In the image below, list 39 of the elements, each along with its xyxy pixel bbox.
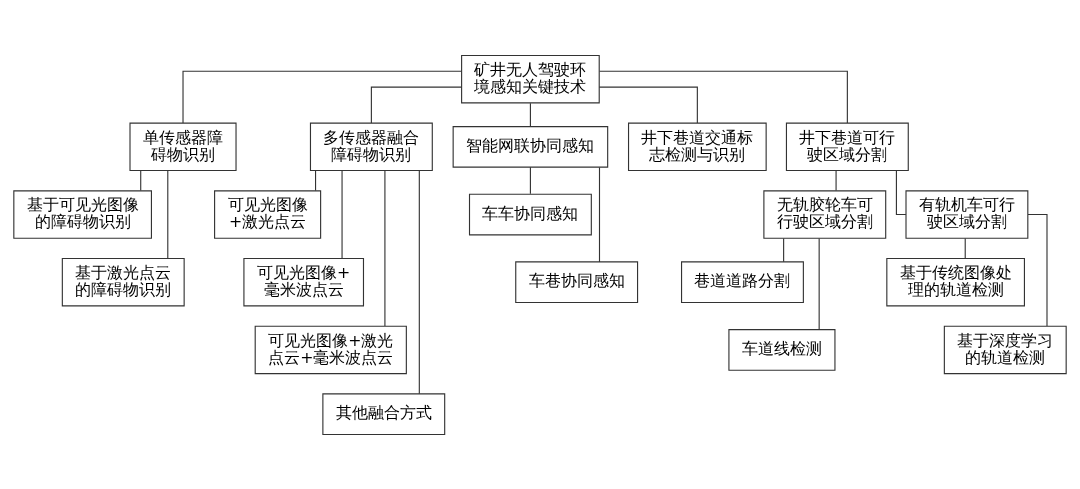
- node-box: 无轨胶轮车可行驶区域分割: [763, 189, 887, 239]
- node-box: 多传感器融合障碍物识别: [309, 122, 433, 171]
- connector: [140, 169, 142, 191]
- connector: [598, 86, 698, 123]
- connector: [598, 166, 601, 262]
- node-box: 矿井无人驾驶环境感知关键技术: [461, 54, 600, 103]
- connector: [182, 70, 462, 124]
- node-box: 车道线检测: [728, 328, 836, 371]
- node-box: 其他融合方式: [322, 392, 446, 435]
- node-box: 基于深度学习的轨道检测: [943, 325, 1067, 374]
- node-box: 单传感器障碍物识别: [129, 122, 237, 171]
- connector: [370, 86, 463, 123]
- node-box: 车巷协同感知: [515, 260, 639, 303]
- node-box: 基于传统图像处理的轨道检测: [886, 257, 1025, 306]
- node-box: 基于激光点云的障碍物识别: [61, 257, 185, 306]
- node-box: 井下巷道交通标志检测与识别: [627, 122, 767, 171]
- node-box: 车车协同感知: [468, 193, 592, 235]
- node-box: 井下巷道可行驶区域分割: [785, 122, 909, 171]
- node-box: 可见光图像+激光点云+毫米波点云: [254, 325, 407, 374]
- connector: [384, 169, 386, 327]
- node-box: 有轨机车可行驶区域分割: [905, 189, 1029, 239]
- connector: [783, 237, 785, 262]
- node-box: 巷道道路分割: [681, 260, 804, 303]
- connector: [1027, 213, 1048, 327]
- connector: [341, 169, 343, 259]
- connector: [418, 169, 420, 394]
- node-box: 可见光图像+激光点云: [214, 189, 322, 239]
- connector: [167, 169, 169, 259]
- connector: [895, 169, 907, 215]
- node-box: 可见光图像+毫米波点云: [243, 257, 365, 306]
- connector: [529, 166, 531, 194]
- connector: [835, 169, 837, 191]
- connector: [599, 70, 848, 124]
- node-box: 智能网联协同感知: [452, 125, 609, 168]
- node-box: 基于可见光图像的障碍物识别: [13, 189, 152, 239]
- connector: [964, 237, 966, 259]
- connector: [818, 237, 820, 330]
- connector: [529, 102, 531, 127]
- connector: [315, 169, 317, 191]
